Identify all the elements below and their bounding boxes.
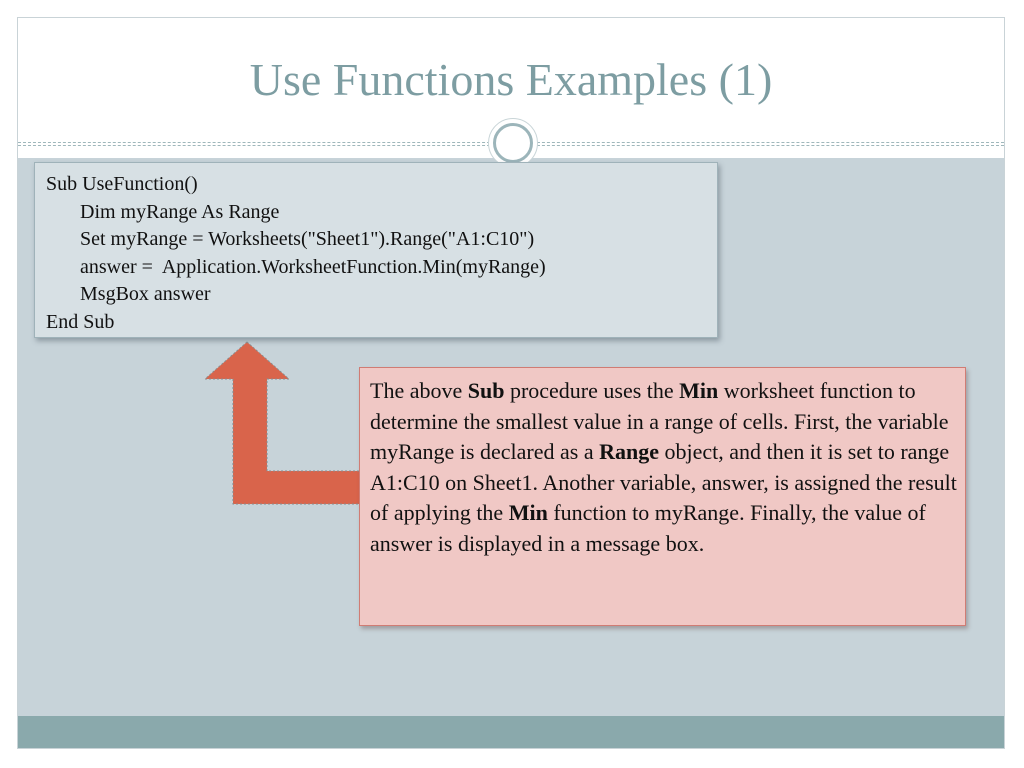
explanation-callout: The above Sub procedure uses the Min wor… (359, 367, 966, 626)
slide-title: Use Functions Examples (1) (249, 54, 773, 105)
code-line: End Sub (46, 310, 115, 333)
note-keyword: Min (679, 378, 719, 403)
note-keyword: Min (508, 500, 548, 525)
note-keyword: Sub (467, 378, 505, 403)
code-line: MsgBox answer (80, 283, 211, 305)
note-text: object, and then it is set to range A1:C… (370, 439, 957, 525)
note-text: function to myRange. Finally, the value … (370, 500, 926, 556)
code-line: answer = Application.WorksheetFunction.M… (80, 255, 546, 278)
code-line: Sub UseFunction() (46, 173, 198, 195)
note-keyword: Range (599, 439, 659, 464)
bent-up-arrow-icon (205, 341, 362, 505)
code-line: Set myRange = Worksheets("Sheet1").Range… (80, 228, 535, 250)
slide: Use Functions Examples (1) Sub UseFuncti… (17, 17, 1005, 749)
footer-band (18, 716, 1004, 748)
double-ring-circle-icon (488, 118, 538, 168)
note-text: The above (370, 378, 468, 403)
note-text: procedure uses the (504, 378, 680, 403)
code-line: Dim myRange As Range (80, 200, 280, 223)
note-text: worksheet function to determine the smal… (370, 378, 949, 464)
ornament-inner-ring (493, 123, 533, 163)
